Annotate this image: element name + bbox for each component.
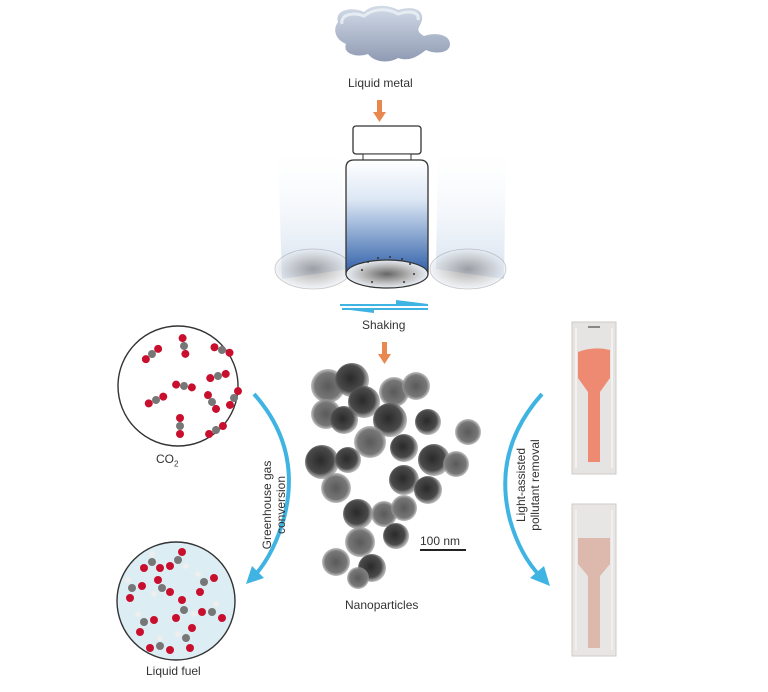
- liquid-fuel-molecules-circle: [116, 541, 236, 661]
- light-assisted-pollutant-removal-label: Light-assisted pollutant removal: [514, 439, 542, 531]
- scale-bar-label: 100 nm: [420, 534, 461, 548]
- conversion-curved-arrow-icon: [246, 392, 291, 584]
- co2-label-subscript: 2: [174, 459, 179, 469]
- shaking-arrows-icon: [340, 300, 428, 313]
- pollutant-removal-curved-arrow-icon: [503, 392, 550, 586]
- co2-molecules-circle: [117, 325, 242, 447]
- greenhouse-gas-conversion-label: Greenhouse gas conversion: [260, 460, 288, 550]
- shaking-label: Shaking: [362, 318, 406, 332]
- nanoparticles-label: Nanoparticles: [345, 598, 419, 612]
- shaking-vial-illustration: [274, 125, 507, 290]
- co2-label-text: CO: [156, 452, 174, 466]
- scale-bar: [420, 549, 466, 551]
- liquid-fuel-label: Liquid fuel: [146, 664, 201, 678]
- liquid-metal-label: Liquid metal: [348, 76, 413, 90]
- down-arrow-icon: [373, 100, 386, 122]
- liquid-metal-blob-icon: [335, 5, 450, 62]
- co2-label: CO2: [156, 452, 178, 468]
- cuvette-before-image: [571, 321, 617, 475]
- cuvette-after-image: [571, 503, 617, 657]
- down-arrow-icon: [378, 342, 391, 364]
- nanoparticles-tem-image: [305, 363, 481, 589]
